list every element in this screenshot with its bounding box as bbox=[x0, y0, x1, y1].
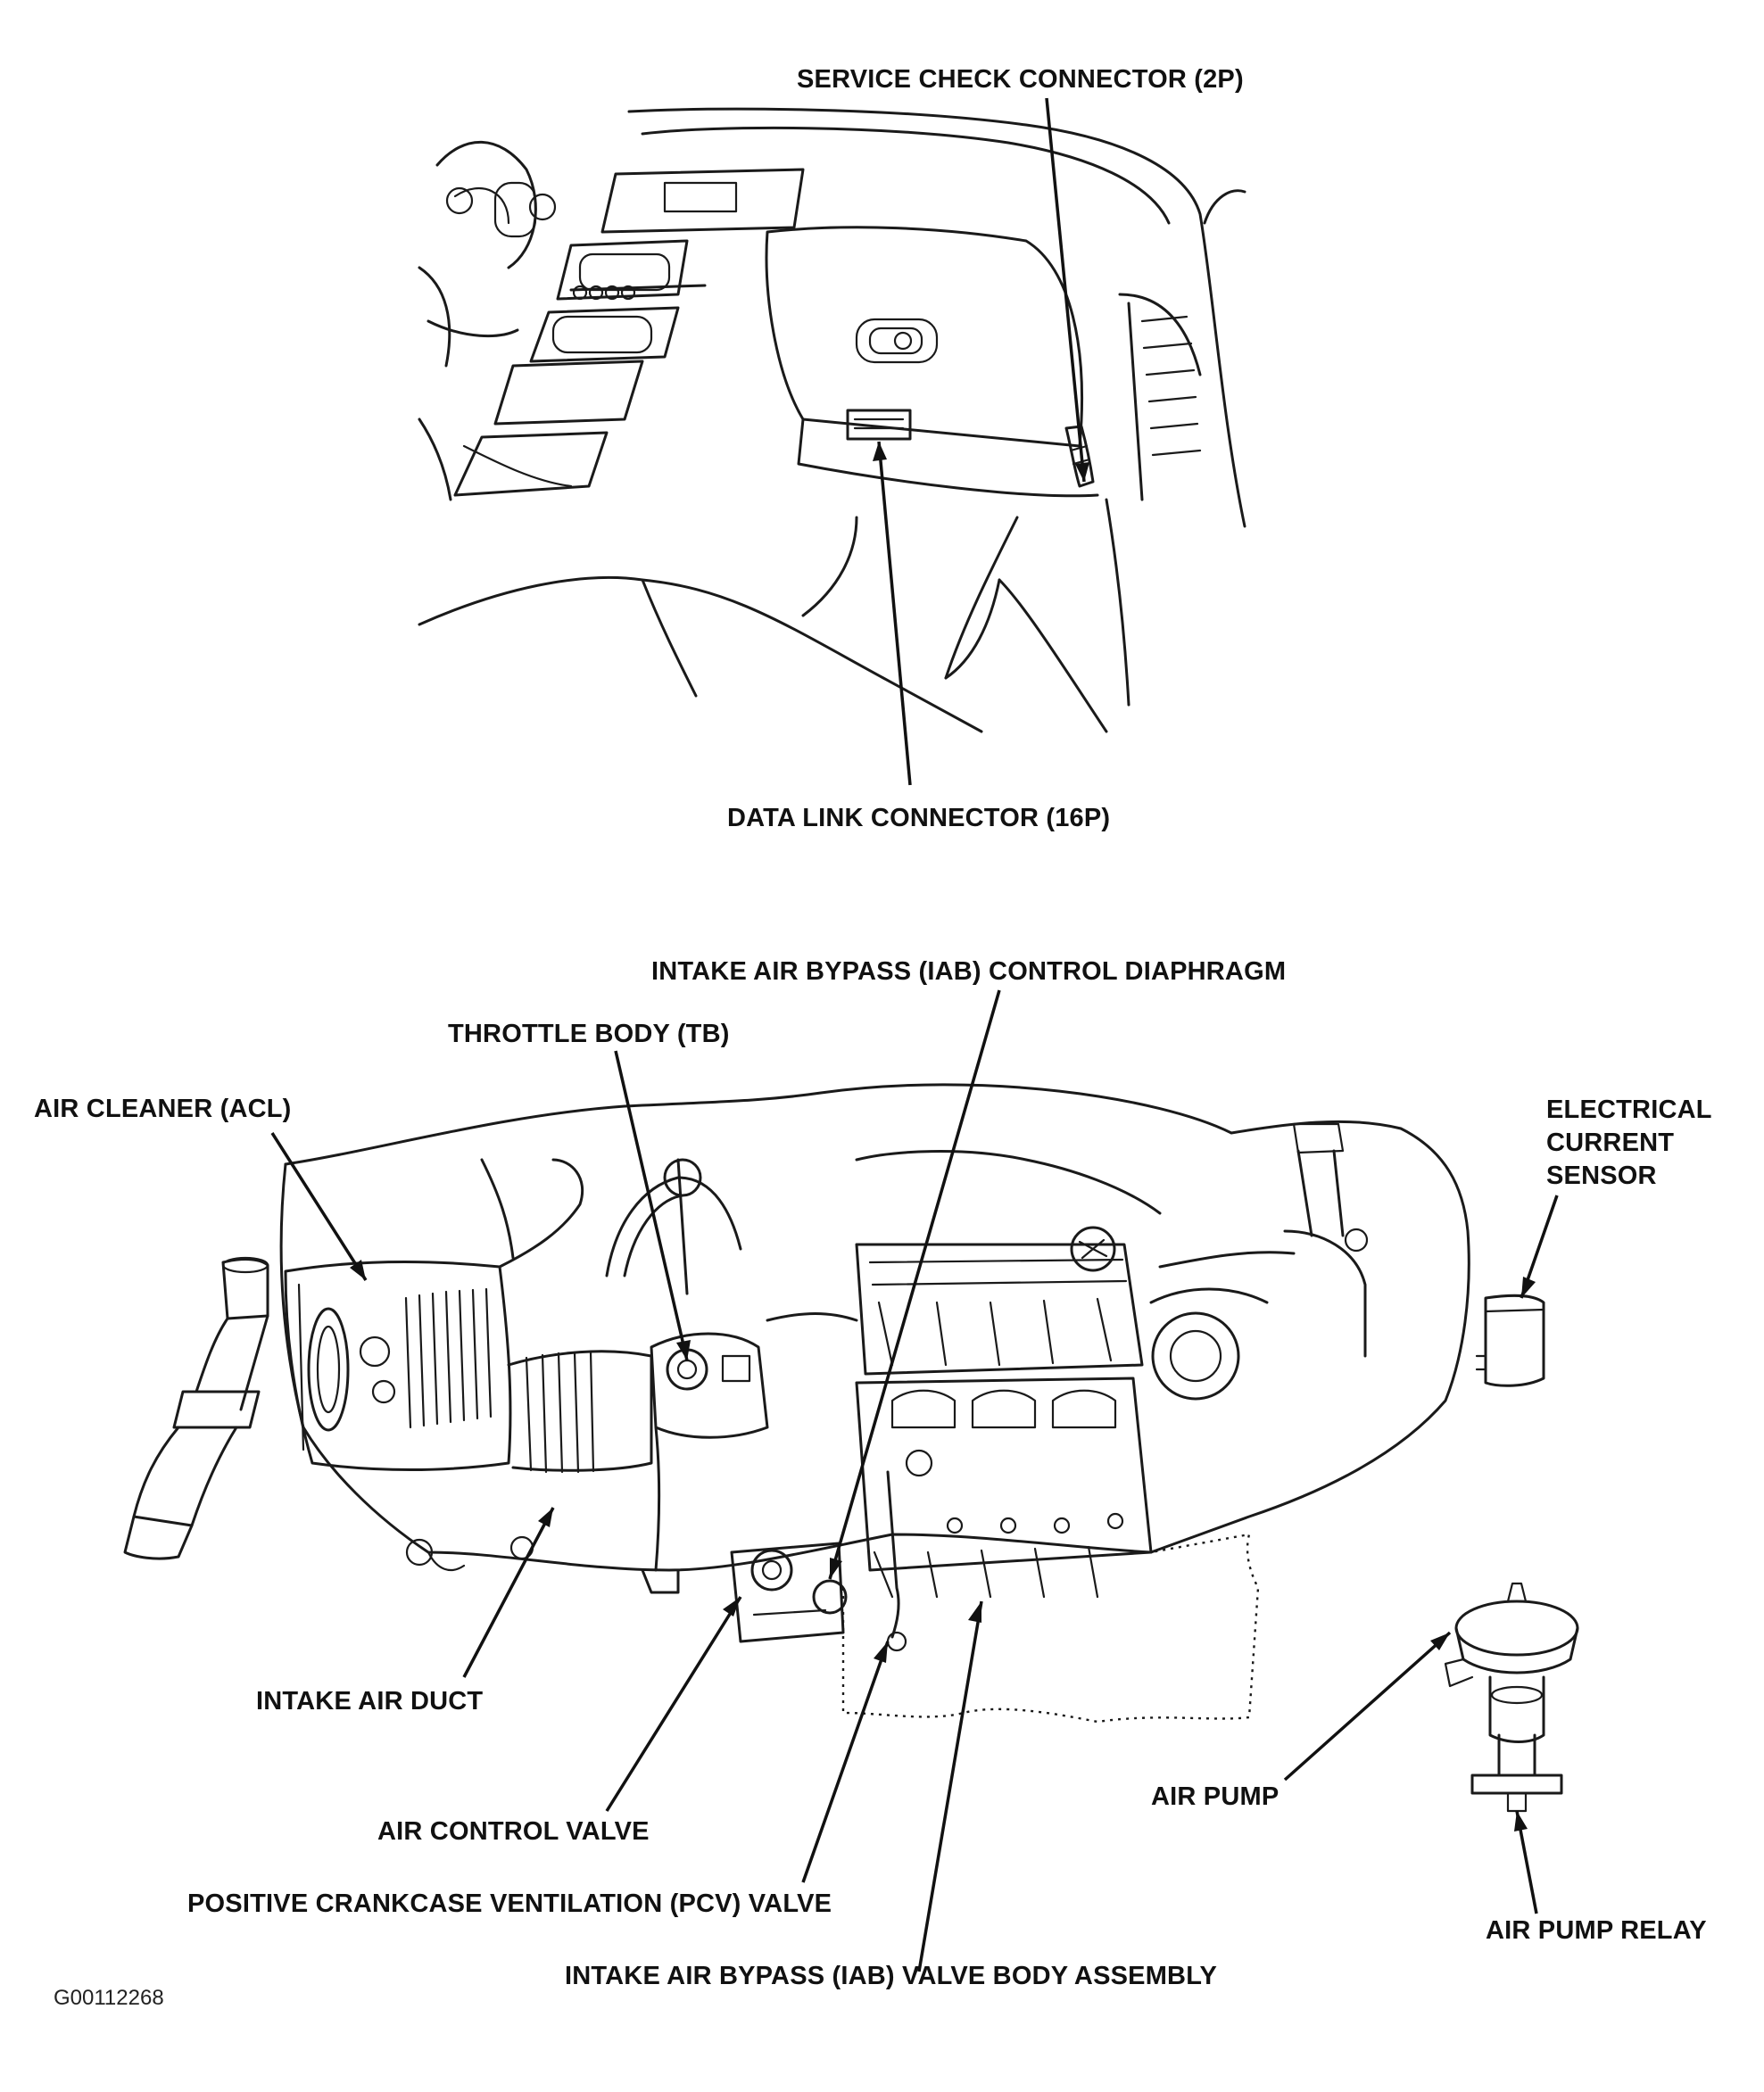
figure-code: G00112268 bbox=[54, 1986, 164, 2010]
air-cleaner-label: AIR CLEANER (ACL) bbox=[34, 1095, 292, 1123]
data-link-connector-label: DATA LINK CONNECTOR (16P) bbox=[727, 804, 1111, 832]
air-pump-relay-label: AIR PUMP RELAY bbox=[1486, 1916, 1707, 1945]
electrical-current-sensor-label: ELECTRICAL CURRENT SENSOR bbox=[1546, 1096, 1712, 1191]
iab-control-diaphragm-label: INTAKE AIR BYPASS (IAB) CONTROL DIAPHRAG… bbox=[651, 957, 1287, 986]
air-pump-label: AIR PUMP bbox=[1151, 1782, 1280, 1811]
throttle-body-label: THROTTLE BODY (TB) bbox=[448, 1020, 730, 1048]
pcv-valve-label: POSITIVE CRANKCASE VENTILATION (PCV) VAL… bbox=[187, 1889, 832, 1918]
intake-air-duct-label: INTAKE AIR DUCT bbox=[256, 1687, 484, 1716]
air-control-valve-label: AIR CONTROL VALVE bbox=[377, 1817, 650, 1846]
service-check-connector-label: SERVICE CHECK CONNECTOR (2P) bbox=[797, 65, 1244, 94]
engine-compartment-illustration bbox=[123, 989, 1579, 1972]
dashboard-illustration bbox=[418, 97, 1246, 786]
iab-valve-body-assembly-label: INTAKE AIR BYPASS (IAB) VALVE BODY ASSEM… bbox=[565, 1962, 1217, 1990]
